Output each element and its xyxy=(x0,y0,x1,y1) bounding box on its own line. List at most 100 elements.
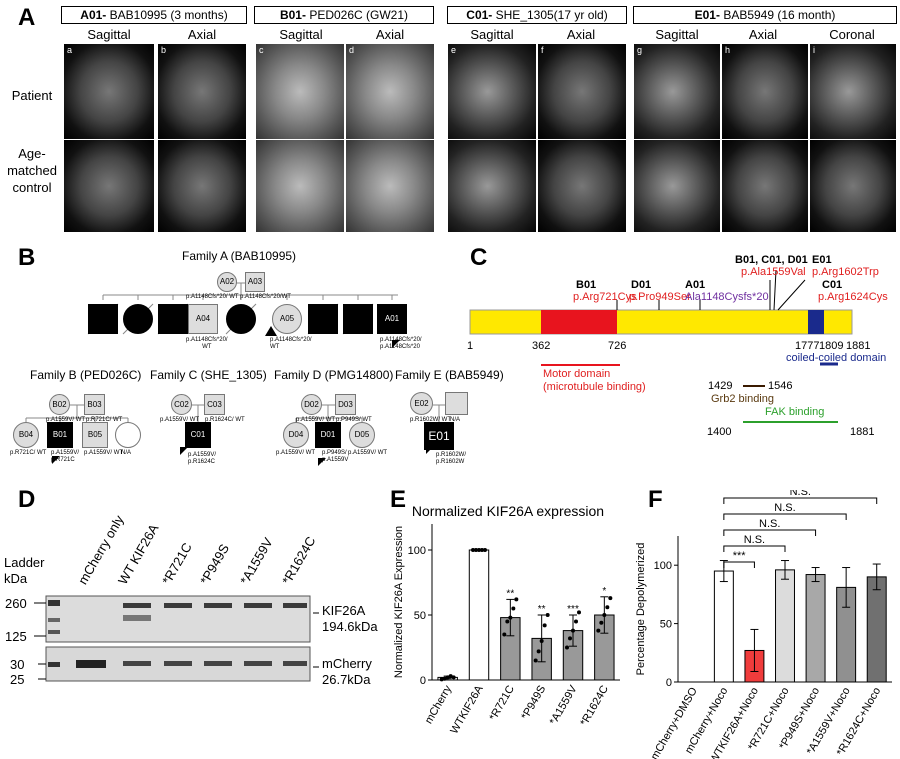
data-point xyxy=(608,596,613,601)
genotype-na: N/A xyxy=(121,450,132,456)
pedigree-affected-male xyxy=(343,304,373,334)
panel-letter-f: F xyxy=(648,486,663,513)
data-point xyxy=(442,676,447,681)
pedigree-female-b04: B04 xyxy=(13,422,39,448)
y-tick-label: 50 xyxy=(414,610,426,622)
data-point xyxy=(536,649,541,654)
mri-control-image xyxy=(810,140,896,232)
y-axis-label: Percentage Depolymerized xyxy=(635,543,647,676)
grb2-label: Grb2 binding xyxy=(711,393,774,405)
pedigree-male-d03: D03 xyxy=(335,394,356,415)
data-point xyxy=(480,548,484,552)
lane-label: *A1559V xyxy=(237,535,276,587)
pedigree-female-a05: A05 xyxy=(272,304,302,334)
western-blot xyxy=(34,595,319,682)
y-axis-label: Normalized KIF26A Expression xyxy=(393,526,405,678)
significance-label: *** xyxy=(567,604,579,615)
y-tick-label: 50 xyxy=(660,619,672,631)
view-label: Sagittal xyxy=(87,27,131,42)
pedigree-male-a03: A03 xyxy=(245,272,265,292)
chart-title: Normalized KIF26A expression xyxy=(412,503,604,519)
lane-label: *P949S xyxy=(197,541,233,587)
data-point xyxy=(539,639,544,643)
domain-tick: 1777 xyxy=(795,340,820,352)
pedigree-female-a02: A02 xyxy=(217,272,237,292)
data-point xyxy=(445,675,450,680)
lane-label: *R1624C xyxy=(279,533,319,587)
pedigree-proband-c01: C01 xyxy=(185,422,211,448)
variant-change-label: p.Pro949Ser xyxy=(629,291,691,303)
panel-letter-b: B xyxy=(18,244,36,271)
data-point xyxy=(596,628,601,633)
comparison-label: N.S. xyxy=(759,518,780,530)
variant-change-label: Ala1148Cysfs*20 xyxy=(685,291,769,303)
pedigree-proband-b01: B01 xyxy=(47,422,73,448)
fak-label: FAK binding xyxy=(765,406,825,418)
pedigree-male-b03: B03 xyxy=(84,394,105,415)
mri-image: f xyxy=(538,44,626,139)
significance-label: ** xyxy=(538,604,546,615)
comparison-bracket xyxy=(723,513,847,520)
pedigree-affected-male xyxy=(158,304,188,334)
pedigree-female-unknown xyxy=(115,422,141,448)
bar xyxy=(713,570,734,683)
pedigree-affected-female xyxy=(123,304,153,334)
x-tick-label: *A1559V xyxy=(547,683,579,727)
pedigree-female-d05: D05 xyxy=(349,422,375,448)
comparison-bracket xyxy=(723,545,786,552)
motor-domain-label: Motor domain (microtubule binding) xyxy=(543,368,646,393)
family-d-title: Family D (PMG14800) xyxy=(274,368,394,382)
data-point xyxy=(574,619,578,624)
chart-e: Normalized KIF26A expression050100Normal… xyxy=(393,503,620,736)
x-tick-label: WTKIF26A xyxy=(448,683,486,736)
mri-control-image xyxy=(346,140,434,232)
mri-image: g xyxy=(634,44,720,139)
mri-image: e xyxy=(448,44,536,139)
lane-label: WT KIF26A xyxy=(115,521,162,587)
fak-end: 1881 xyxy=(850,426,875,438)
pedigree-affected-male xyxy=(308,304,338,334)
data-point xyxy=(605,605,610,610)
pedigree-female-d02: D02 xyxy=(301,394,322,415)
data-point xyxy=(451,675,456,680)
data-point xyxy=(511,606,516,611)
variant-patient-label: E01 xyxy=(812,254,832,266)
family-e-title: Family E (BAB5949) xyxy=(395,368,504,382)
comparison-label: *** xyxy=(733,550,747,562)
variant-change-label: p.Arg1602Trp xyxy=(812,266,879,278)
band-label-kif26a: KIF26A xyxy=(322,603,366,618)
band-label-mcherry: mCherry xyxy=(322,656,372,671)
header-e01: E01- BAB5949 (16 month) xyxy=(633,6,897,24)
row-label-control: Age- matched control xyxy=(7,146,57,195)
data-point xyxy=(502,632,507,637)
lane-label: *R721C xyxy=(159,540,195,587)
comparison-label: N.S. xyxy=(744,534,765,546)
x-tick-label: mCherry xyxy=(423,683,455,726)
genotype-b05: p.A1559V/ WT xyxy=(84,450,124,456)
header-c01: C01- SHE_1305(17 yr old) xyxy=(447,6,627,24)
bar xyxy=(866,576,887,683)
mri-control-image xyxy=(448,140,536,232)
data-point xyxy=(545,613,550,617)
genotype-b02: p.A1559V/ WT xyxy=(46,417,86,423)
genotype-c03: p.R1624C/ WT xyxy=(205,417,245,423)
genotype-d05: p.A1559V/ WT xyxy=(348,450,388,456)
pedigree-female-e02: E02 xyxy=(410,392,433,415)
view-label: Sagittal xyxy=(655,27,699,42)
variant-patient-label: D01 xyxy=(631,279,652,291)
panel-letter-a: A xyxy=(18,4,36,31)
data-point xyxy=(514,597,519,602)
data-point xyxy=(533,658,538,663)
pedigree-male-unknown xyxy=(445,392,468,415)
header-a01: A01- BAB10995 (3 months) xyxy=(61,6,247,24)
ladder-mark: 125 xyxy=(5,629,27,644)
header-b01: B01- PED026C (GW21) xyxy=(254,6,434,24)
significance-label: * xyxy=(602,586,606,597)
comparison-bracket xyxy=(723,529,817,536)
data-point xyxy=(483,548,487,552)
data-point xyxy=(477,548,481,552)
genotype-d04: p.A1559V/ WT xyxy=(276,450,316,456)
pedigree-female-c02: C02 xyxy=(171,394,192,415)
comparison-bracket xyxy=(723,561,755,568)
